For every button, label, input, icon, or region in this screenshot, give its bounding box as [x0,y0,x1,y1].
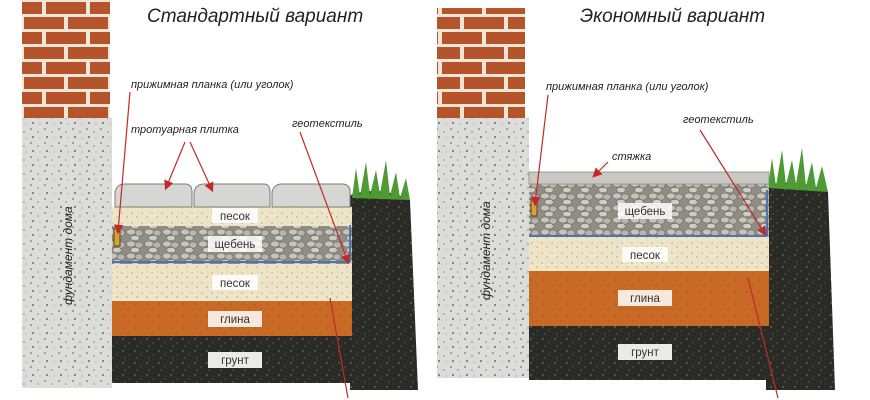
left-label-geotextile: геотекстиль [292,118,363,130]
left-label-tiles: тротуарная плитка [131,124,239,136]
left-arrow-geotextile-bottom [329,297,349,399]
right-arrow-clamp [531,94,549,207]
right-label-screed: стяжка [612,151,651,163]
right-title: Экономный вариант [580,6,765,27]
right-arrow-geotextile [699,129,767,237]
left-arrow-clamp [113,91,131,235]
left-label-soil: грунт [221,355,250,367]
left-soil-side [350,191,418,390]
right-brick-wall [437,8,525,120]
left-grass [352,160,410,200]
right-label-gravel: щебень [625,206,666,218]
right-arrow-screed [592,161,609,178]
left-foundation-label: фундамент дома [61,206,75,305]
left-brick-wall [22,0,110,120]
right-soil-side [766,182,835,390]
left-paving-tiles [114,183,351,208]
left-diagram: фундамент дома песок щебень песок глина [22,0,418,399]
right-foundation-label: фундамент дома [479,201,493,300]
right-label-clamp: прижимная планка (или уголок) [546,81,709,93]
left-title: Стандартный вариант [147,6,363,27]
left-label-sand-bottom: песок [220,278,251,290]
right-layer-screed [528,171,770,185]
right-label-soil: грунт [631,347,660,359]
right-foundation [437,118,529,378]
right-diagram: фундамент дома щебень песок глина грунт … [437,6,835,399]
left-label-sand-top: песок [220,211,251,223]
left-arrow-tiles-2 [189,141,214,193]
right-label-clay: глина [630,293,660,305]
right-grass [768,148,828,192]
left-arrow-tiles-1 [164,141,186,191]
left-arrow-geotextile [299,131,351,265]
left-foundation [22,118,112,388]
right-label-sand: песок [630,250,661,262]
left-label-clamp: прижимная планка (или уголок) [131,79,294,91]
left-label-gravel: щебень [215,239,256,251]
right-clamp [530,199,538,217]
right-arrow-geotextile-bottom [747,277,779,399]
right-label-geotextile: геотекстиль [683,114,754,126]
left-clamp [113,227,121,247]
left-label-clay: глина [220,314,250,326]
